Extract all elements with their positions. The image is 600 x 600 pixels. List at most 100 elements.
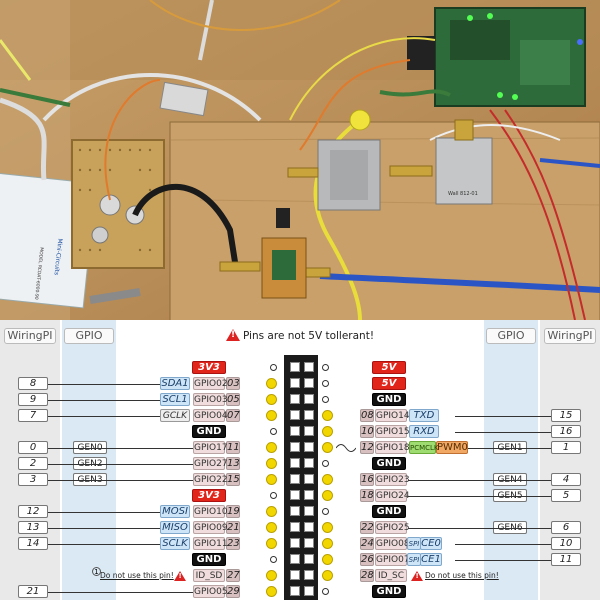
pin-leader-line bbox=[408, 528, 551, 529]
header-pin bbox=[304, 458, 314, 468]
function-label: SCL1 bbox=[160, 393, 190, 406]
gpio-pinout-diagram: WiringPI GPIO GPIO WiringPI Pins are not… bbox=[0, 320, 600, 600]
pin-connector-dot bbox=[270, 364, 277, 371]
gpio-name: GPIO24 bbox=[375, 489, 410, 502]
gpio-name: GPIO05 bbox=[193, 585, 228, 598]
ground-pin-label: GND bbox=[372, 585, 406, 598]
pin-leader-line bbox=[48, 384, 160, 385]
gpio-name: GPIO18 bbox=[375, 441, 410, 454]
spi-label: SPI bbox=[407, 537, 421, 550]
pin-connector-dot bbox=[266, 570, 277, 581]
header-pin bbox=[290, 474, 300, 484]
gpio-name: GPIO11 bbox=[193, 537, 228, 550]
programmable-attenuator: Mini-Circuits MODEL RCDAT-6000-90 bbox=[0, 172, 97, 309]
gpio-name: GPIO14 bbox=[375, 409, 410, 422]
function-label: SCLK bbox=[160, 537, 190, 550]
pin-connector-dot bbox=[322, 442, 333, 453]
wiringpi-number: 15 bbox=[551, 409, 581, 422]
tolerance-warning-text: Pins are not 5V tollerant! bbox=[242, 330, 375, 342]
pin-leader-line bbox=[48, 480, 193, 481]
pin-connector-dot bbox=[322, 538, 333, 549]
header-pin bbox=[304, 410, 314, 420]
wiringpi-number: 5 bbox=[551, 489, 581, 502]
header-pin bbox=[304, 442, 314, 452]
pcm-label: PCMCLK bbox=[409, 441, 439, 454]
pin-connector-dot bbox=[322, 396, 329, 403]
gpio-name: GPIO22 bbox=[193, 473, 228, 486]
pin-number: 27 bbox=[226, 569, 240, 582]
header-pin bbox=[290, 490, 300, 500]
pin-leader-line bbox=[48, 512, 160, 513]
pin-connector-dot bbox=[322, 474, 333, 485]
header-pin bbox=[290, 570, 300, 580]
header-pin bbox=[290, 378, 300, 388]
power-pin-label: 5V bbox=[372, 361, 406, 374]
header-pin bbox=[304, 522, 314, 532]
pin-connector-dot bbox=[322, 380, 329, 387]
do-not-use-note-right: Do not use this pin! bbox=[425, 571, 499, 580]
wiringpi-number: 1 bbox=[551, 441, 581, 454]
gpio-right-header: GPIO bbox=[486, 328, 536, 344]
svg-text:MODEL RCDAT-6000-90: MODEL RCDAT-6000-90 bbox=[33, 247, 44, 300]
pin-connector-dot bbox=[266, 394, 277, 405]
pin-leader-line bbox=[48, 416, 160, 417]
pin-connector-dot bbox=[266, 410, 277, 421]
wiringpi-number: 21 bbox=[18, 585, 48, 598]
attenuator-model: MODEL RCDAT-6000-90 bbox=[33, 247, 44, 300]
wiringpi-number: 3 bbox=[18, 473, 48, 486]
gpio-name: GPIO10 bbox=[193, 505, 228, 518]
function-label: MISO bbox=[160, 521, 190, 534]
pin-connector-dot bbox=[266, 442, 277, 453]
pin-number: 03 bbox=[226, 377, 240, 390]
svg-text:Mini-Circuits: Mini-Circuits bbox=[53, 238, 64, 275]
pin-leader-line bbox=[48, 528, 160, 529]
wiringpi-number: 13 bbox=[18, 521, 48, 534]
pin-leader-line bbox=[455, 560, 551, 561]
spi-label: SPI bbox=[407, 553, 421, 566]
pin-connector-dot bbox=[266, 378, 277, 389]
gpio-name: GPIO25 bbox=[375, 521, 410, 534]
signal-wave-icon bbox=[336, 444, 356, 452]
warning-icon bbox=[225, 329, 240, 341]
pin-connector-dot bbox=[270, 428, 277, 435]
pin-connector-dot bbox=[322, 522, 333, 533]
pin-leader-line bbox=[408, 480, 551, 481]
footnote-marker: 1 bbox=[92, 567, 101, 576]
pin-connector-dot bbox=[322, 426, 333, 437]
wiringpi-right-header: WiringPI bbox=[544, 328, 596, 344]
warning-icon bbox=[174, 571, 186, 581]
wiringpi-number: 2 bbox=[18, 457, 48, 470]
header-pin bbox=[290, 426, 300, 436]
wiringpi-number: 9 bbox=[18, 393, 48, 406]
pin-number: 23 bbox=[226, 537, 240, 550]
header-pin bbox=[304, 394, 314, 404]
pin-number: 28 bbox=[360, 569, 374, 582]
pin-leader-line bbox=[455, 416, 551, 417]
header-pin bbox=[304, 506, 314, 516]
header-pin bbox=[304, 362, 314, 372]
pin-connector-dot bbox=[270, 492, 277, 499]
wiringpi-number: 6 bbox=[551, 521, 581, 534]
pin-leader-line bbox=[455, 432, 551, 433]
pin-connector-dot bbox=[322, 460, 329, 467]
pin-number: 24 bbox=[360, 537, 374, 550]
wiringpi-number: 16 bbox=[551, 425, 581, 438]
gpio-name: GPIO02 bbox=[193, 377, 228, 390]
pin-leader-line bbox=[455, 544, 551, 545]
bench-photo-drawing: Mini-Circuits MODEL RCDAT-6000-90 bbox=[0, 0, 600, 320]
gpio-name: GPIO04 bbox=[193, 409, 228, 422]
gpio-name: GPIO07 bbox=[375, 553, 410, 566]
pin-number: 05 bbox=[226, 393, 240, 406]
gpio-right-column bbox=[484, 320, 538, 600]
header-pin bbox=[290, 522, 300, 532]
ground-pin-label: GND bbox=[372, 457, 406, 470]
pin-connector-dot bbox=[322, 570, 333, 581]
gpio-name: GPIO23 bbox=[375, 473, 410, 486]
pin-leader-line bbox=[468, 448, 551, 449]
pin-connector-dot bbox=[322, 508, 329, 515]
bench-photo: Mini-Circuits MODEL RCDAT-6000-90 bbox=[0, 0, 600, 320]
header-pin bbox=[290, 362, 300, 372]
pin-number: 13 bbox=[226, 457, 240, 470]
gpio-name: GPIO03 bbox=[193, 393, 228, 406]
pin-connector-dot bbox=[266, 506, 277, 517]
